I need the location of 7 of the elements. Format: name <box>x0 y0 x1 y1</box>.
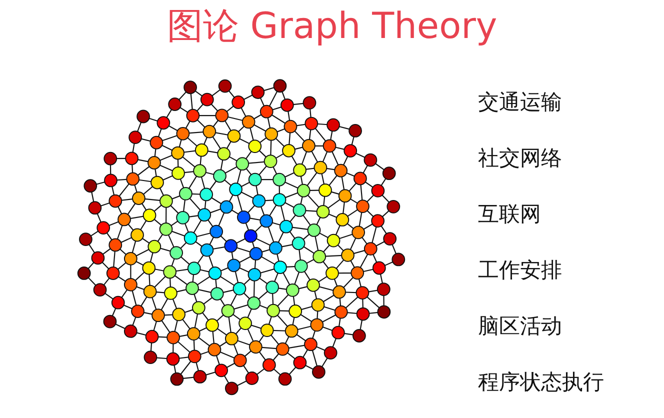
text-label: 程序状态执行 <box>478 369 604 396</box>
text-label: 工作安排 <box>478 257 562 284</box>
title: 图论 Graph Theory <box>166 6 498 47</box>
text-label: 脑区活动 <box>478 313 562 340</box>
text-label: 交通运输 <box>478 89 562 116</box>
text-label: 社交网络 <box>478 145 562 172</box>
text-label: 互联网 <box>478 201 541 228</box>
